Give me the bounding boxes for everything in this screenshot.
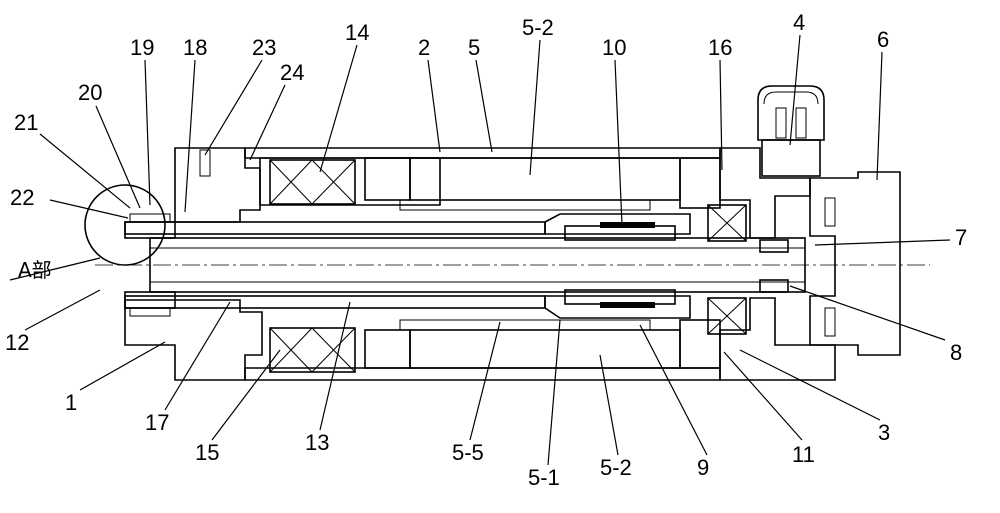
label-5: 5 [468,35,480,60]
rear-bearing-upper [708,205,746,241]
label-12: 12 [5,330,29,355]
front-bearing-upper [270,160,355,204]
label-9: 9 [697,455,709,480]
stator-upper [365,158,720,210]
label-3: 3 [878,420,890,445]
label-5-2-top: 5-2 [522,15,554,40]
label-15: 15 [195,440,219,465]
leader-lines [10,35,950,465]
label-11: 11 [792,442,815,467]
label-13: 13 [305,430,329,455]
rear-bearing-lower [708,298,746,334]
label-16: 16 [708,35,732,60]
label-23: 23 [252,35,276,60]
housing-main [245,148,720,380]
label-7: 7 [955,225,967,250]
label-8: 8 [950,340,962,365]
label-5-5: 5-5 [452,440,484,465]
label-detail-a: A部 [18,258,52,282]
label-10: 10 [602,35,626,60]
label-22: 22 [10,185,34,210]
stator-lower [365,320,720,368]
label-17: 17 [145,410,169,435]
label-5-2-bottom: 5-2 [600,455,632,480]
label-20: 20 [78,80,102,105]
label-2: 2 [418,35,430,60]
label-24: 24 [280,60,304,85]
encoder-cap [810,172,900,355]
label-6: 6 [877,27,889,52]
label-21: 21 [14,110,38,135]
label-19: 19 [130,35,154,60]
label-1: 1 [65,390,77,415]
housing-front [125,148,262,380]
label-14: 14 [345,20,369,45]
label-18: 18 [183,35,207,60]
label-5-1: 5-1 [528,465,560,490]
label-4: 4 [793,10,805,35]
